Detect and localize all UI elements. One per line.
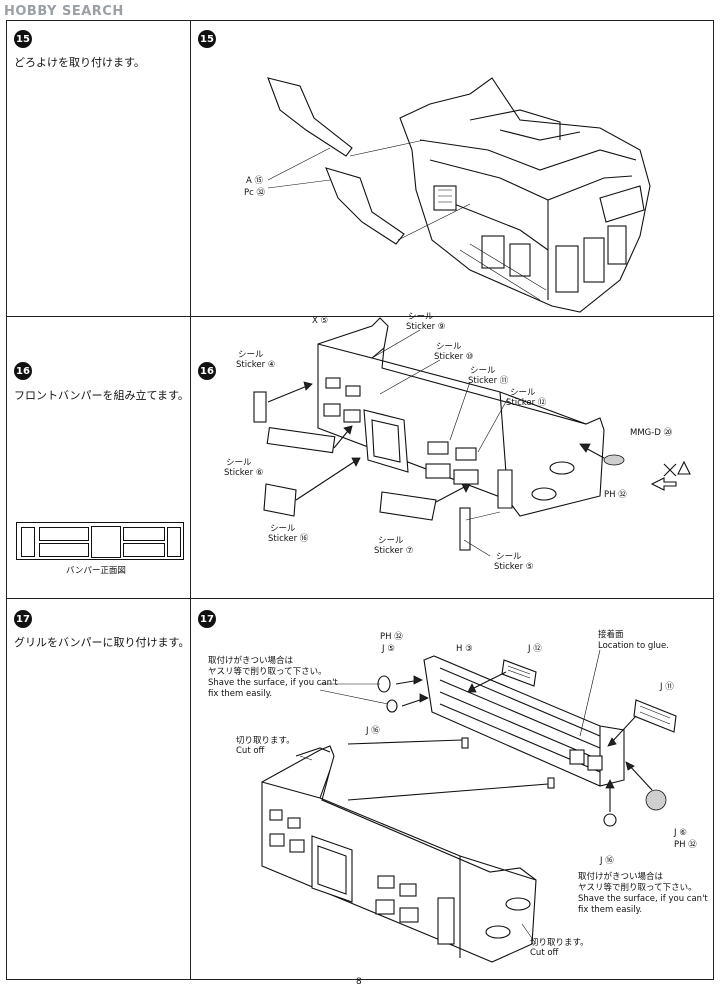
page-number: 8 <box>356 977 362 987</box>
mmg-d20-label: MMG-D ⑳ <box>630 428 673 438</box>
glue-location-en: Location to glue. <box>598 641 669 651</box>
sticker6-jp: シール <box>226 458 252 468</box>
sticker7-jp: シール <box>378 536 404 546</box>
row-divider-2 <box>6 598 714 599</box>
x5-label: X ⑤ <box>312 316 329 326</box>
step15-leader-lines <box>267 139 471 241</box>
warning-marks <box>650 460 691 491</box>
tight-fit-note-en1: Shave the surface, if you can't <box>208 678 338 688</box>
ph32-label-step16: PH ㉜ <box>604 490 627 500</box>
bumper-center-grille <box>91 526 121 558</box>
cut-off-note-jp: 切り取ります。 <box>236 736 295 746</box>
pc32-label: Pc ㉜ <box>244 188 266 198</box>
mudguard-upper <box>267 77 353 157</box>
step-16-badge: 16 <box>14 362 32 380</box>
sticker5-jp: シール <box>496 552 522 562</box>
bumper-right-plate <box>167 527 181 557</box>
step17-arrows <box>299 649 653 945</box>
j5-label: J ⑤ <box>382 644 395 654</box>
tight-fit-note-en2: fix them easily. <box>208 689 273 699</box>
sticker11-jp: シール <box>470 366 496 376</box>
bumper-left-panel <box>39 543 89 557</box>
part-a15-label: A ⑮ <box>246 176 264 186</box>
page-frame <box>6 20 714 980</box>
grille-bumper <box>261 745 537 963</box>
sticker7-en: Sticker ⑦ <box>374 546 414 556</box>
j16-label-left: J ⑯ <box>366 726 380 736</box>
row-divider-1 <box>6 316 714 317</box>
bumper-front-view <box>16 522 184 560</box>
step-17-badge: 17 <box>14 610 32 628</box>
cut-off-note2-en: Cut off <box>530 948 559 958</box>
cut-off-note-en: Cut off <box>236 746 265 756</box>
tight-fit-note2-en1: Shave the surface, if you can't <box>578 894 708 904</box>
bumper-right-light <box>123 527 165 541</box>
step-17-instruction: グリルをバンパーに取り付けます。 <box>14 636 190 649</box>
sticker11-en: Sticker ⑪ <box>468 376 509 386</box>
bumper-left-light <box>39 527 89 541</box>
tight-fit-note2-en2: fix them easily. <box>578 905 643 915</box>
j6-label: J ⑥ <box>674 828 687 838</box>
sticker10-en: Sticker ⑩ <box>434 352 474 362</box>
j11-label: J ⑪ <box>660 682 674 692</box>
tight-fit-note-jp2: ヤスリ等で削り取って下さい。 <box>208 667 327 677</box>
sticker9-en: Sticker ⑨ <box>406 322 446 332</box>
column-divider <box>190 20 191 980</box>
small-parts <box>377 659 677 827</box>
tight-fit-note-jp1: 取付けがきつい場合は <box>208 656 294 666</box>
cut-off-note2-jp: 切り取ります。 <box>530 938 589 948</box>
j16-label-right: J ⑯ <box>600 856 614 866</box>
chassis-body <box>399 77 651 313</box>
bumper-right-panel <box>123 543 165 557</box>
step-16-instruction: フロントバンパーを組み立てます。 <box>14 389 189 402</box>
watermark-logo: HOBBY SEARCH <box>4 4 124 19</box>
bumper-front-caption: バンパー正面図 <box>66 566 126 576</box>
ph32-label-top: PH ㉜ <box>380 632 403 642</box>
sticker9-jp: シール <box>408 312 434 322</box>
sticker16-jp: シール <box>270 524 296 534</box>
ph32-label-bottom: PH ㉜ <box>674 840 697 850</box>
sticker4-en: Sticker ④ <box>236 360 276 370</box>
glue-location-jp: 接着面 <box>598 630 624 640</box>
h3-label: H ③ <box>456 644 473 654</box>
tight-fit-note2-jp1: 取付けがきつい場合は <box>578 872 664 882</box>
sticker6-en: Sticker ⑥ <box>224 468 264 478</box>
front-bumper <box>317 317 605 517</box>
step-16-diagram-badge: 16 <box>198 362 216 380</box>
sticker12-jp: シール <box>510 388 536 398</box>
sticker5-en: Sticker ⑤ <box>494 562 534 572</box>
step16-arrows <box>267 329 605 557</box>
sticker4-jp: シール <box>238 350 264 360</box>
step-17-diagram-badge: 17 <box>198 610 216 628</box>
step-15-badge: 15 <box>14 30 32 48</box>
sticker12-en: Sticker ⑫ <box>506 398 547 408</box>
step-15-instruction: どろよけを取り付けます。 <box>14 56 145 69</box>
bumper-left-plate <box>21 527 35 557</box>
tight-fit-note2-jp2: ヤスリ等で削り取って下さい。 <box>578 883 697 893</box>
sticker-pieces <box>253 391 625 551</box>
sticker16-en: Sticker ⑯ <box>268 534 309 544</box>
j12-label: J ⑫ <box>528 644 542 654</box>
step-15-diagram-badge: 15 <box>198 30 216 48</box>
mudguard-lower <box>325 167 405 245</box>
sticker10-jp: シール <box>436 342 462 352</box>
